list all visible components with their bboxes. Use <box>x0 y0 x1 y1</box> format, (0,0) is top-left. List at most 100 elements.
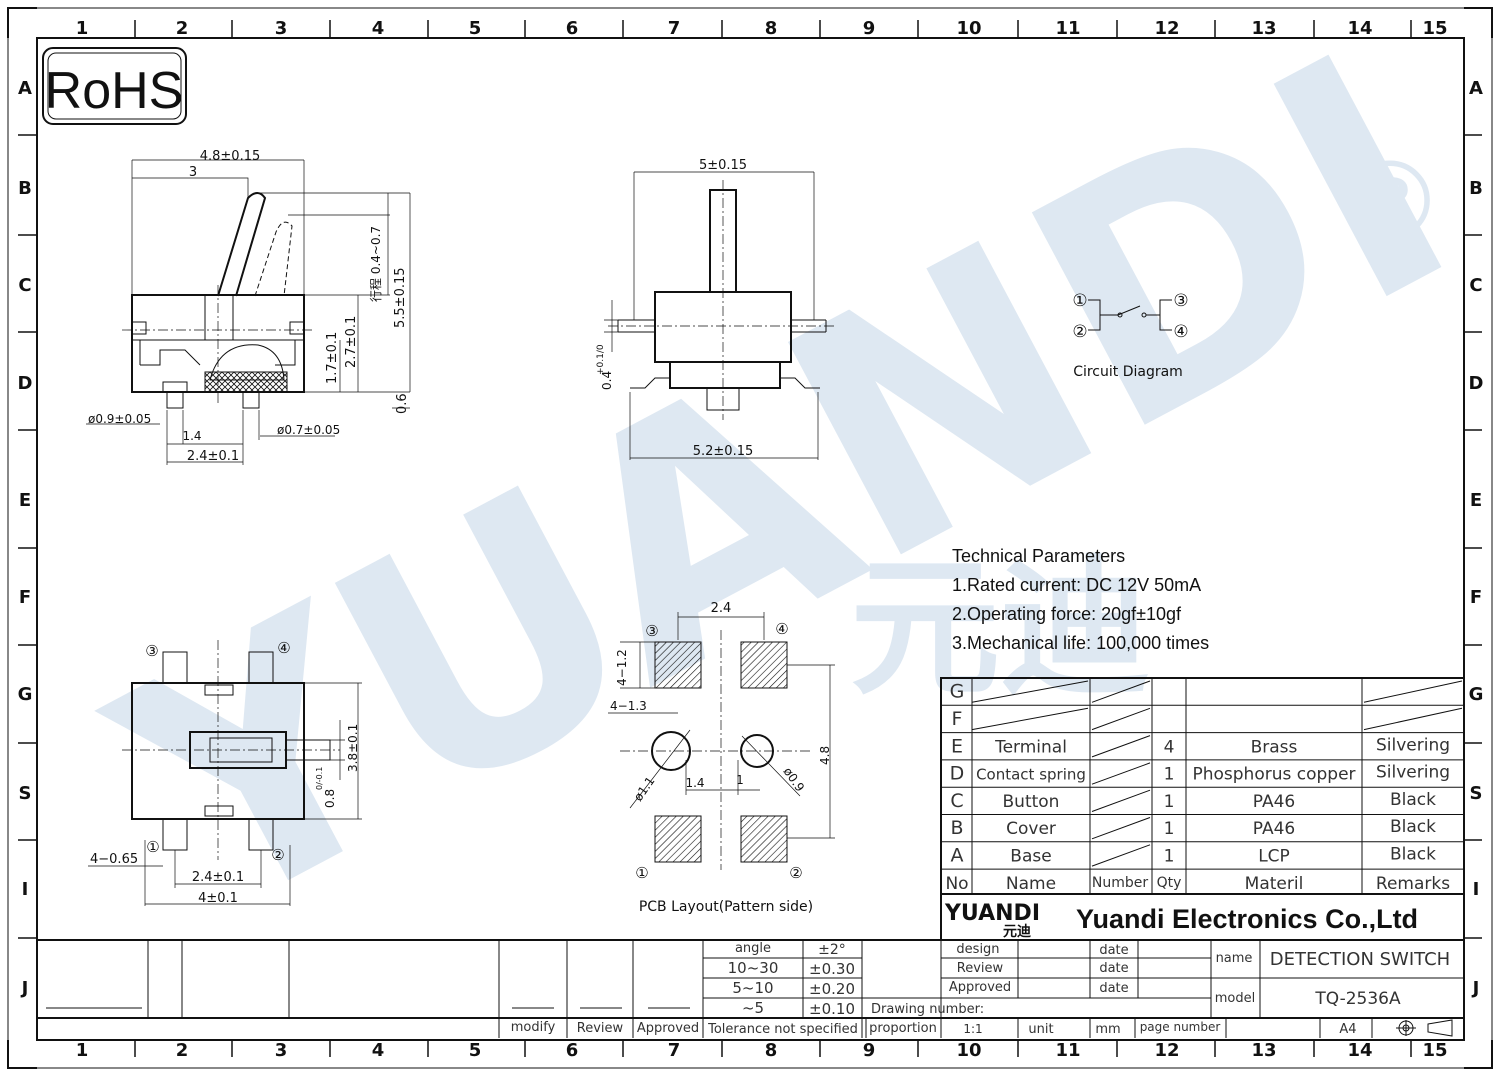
row-letter-right: S <box>1470 783 1483 804</box>
bom-remarks: Silvering <box>1376 735 1450 755</box>
pcb-pin-2: ② <box>789 864 802 882</box>
watermark-registered: ® <box>1335 138 1445 266</box>
row-letter-left: B <box>18 178 32 199</box>
bom-no: G <box>950 681 965 703</box>
row-letter-right: F <box>1470 587 1482 608</box>
col-number-top: 2 <box>176 18 189 39</box>
row-letter-right: I <box>1473 879 1480 900</box>
bom-no: A <box>951 844 964 866</box>
bom-remarks: Black <box>1390 844 1436 864</box>
col-number-bottom: 13 <box>1251 1040 1276 1061</box>
col-number-top: 8 <box>765 18 778 39</box>
bom-name: Base <box>1010 846 1051 866</box>
tolerance-range-1: angle <box>735 941 771 956</box>
bom-header-remarks: Remarks <box>1376 874 1450 894</box>
bom-no: E <box>951 735 963 757</box>
bom-no: F <box>952 708 963 730</box>
bom-number-slash <box>1091 735 1151 758</box>
row-letter-left: E <box>19 490 31 511</box>
tolerance-range-4: ~5 <box>742 999 764 1017</box>
bom-empty-slash <box>1363 707 1463 731</box>
col-number-top: 15 <box>1422 18 1447 39</box>
col-number-bottom: 12 <box>1154 1040 1179 1061</box>
pcb-dim-48: 4.8 <box>818 746 832 765</box>
bottom-pin-1: ① <box>146 838 159 856</box>
col-number-bottom: 7 <box>668 1040 681 1061</box>
dim-24-bottom: 2.4±0.1 <box>192 870 244 885</box>
tech-item-3: 3.Mechanical life: 100,000 times <box>952 633 1209 653</box>
review-label: Review <box>957 961 1004 976</box>
col-number-bottom: 14 <box>1347 1040 1372 1061</box>
row-letter-right: C <box>1469 275 1482 296</box>
bom-qty: 1 <box>1164 792 1175 812</box>
bom-number-slash <box>1091 817 1151 840</box>
dim-height-27: 2.7±0.1 <box>344 316 359 368</box>
row-letter-right: J <box>1471 978 1480 999</box>
design-date-label: date <box>1099 943 1128 958</box>
row-letter-right: A <box>1469 78 1483 99</box>
modify-label: modify <box>511 1020 556 1035</box>
side-view: 4.8±0.15 3 行程 0.4~0.7 5.5±0.15 2.7±0.1 1… <box>86 149 411 465</box>
circuit-pin-3: ③ <box>1173 291 1188 311</box>
tech-title: Technical Parameters <box>952 546 1125 566</box>
row-letter-left: G <box>18 684 33 705</box>
bom-qty: 1 <box>1164 846 1175 866</box>
design-label: design <box>956 942 999 957</box>
pcb-dim-13: 4−1.3 <box>610 699 647 713</box>
model-value: TQ-2536A <box>1314 989 1401 1009</box>
paper-size: A4 <box>1339 1022 1356 1037</box>
circuit-diagram: ① ② ③ ④ Circuit Diagram <box>1072 291 1188 380</box>
col-number-top: 13 <box>1251 18 1276 39</box>
dim-4-bottom: 4±0.1 <box>198 891 238 906</box>
bom-no: D <box>950 763 965 785</box>
dim-height-08: 0.8 <box>323 789 337 808</box>
dim-hole-09: ø0.9±0.05 <box>88 412 151 426</box>
bom-qty: 1 <box>1164 765 1175 785</box>
drawing-number-label: Drawing number: <box>871 1002 984 1017</box>
dim-width-3: 3 <box>189 165 197 180</box>
tolerance-value-1: ±2° <box>818 942 846 958</box>
col-number-top: 1 <box>76 18 89 39</box>
tech-item-1: 1.Rated current: DC 12V 50mA <box>952 575 1201 595</box>
front-view: 5±0.15 5.2±0.15 0.4 +0.1/0 <box>596 158 836 460</box>
company-logo: YUANDI <box>944 901 1040 926</box>
pcb-dim-1: 1 <box>736 773 744 787</box>
company-name: Yuandi Electronics Co.,Ltd <box>1076 904 1418 934</box>
dim-width-total: 4.8±0.15 <box>200 149 261 164</box>
col-number-top: 7 <box>668 18 681 39</box>
approved-label-bottom: Approved <box>637 1021 699 1036</box>
bom-name: Terminal <box>994 737 1067 757</box>
pcb-layout-label: PCB Layout(Pattern side) <box>639 899 813 915</box>
bom-number-slash <box>1091 762 1151 785</box>
pcb-dim-12: 4−1.2 <box>615 649 629 686</box>
bom-header-material: Materil <box>1245 874 1304 894</box>
bom-material: Brass <box>1251 737 1298 757</box>
col-number-bottom: 9 <box>863 1040 876 1061</box>
dim-width-5: 5±0.15 <box>699 158 747 173</box>
col-number-bottom: 2 <box>176 1040 189 1061</box>
bom-number-slash <box>1091 789 1151 812</box>
dim-height-total: 5.5±0.15 <box>393 267 408 328</box>
col-number-bottom: 4 <box>372 1040 385 1061</box>
dim-14: 1.4 <box>182 429 201 443</box>
bom-number-slash <box>1091 844 1151 867</box>
bom-no: B <box>950 817 963 839</box>
bom-header-number: Number <box>1092 875 1148 891</box>
name-value: DETECTION SWITCH <box>1270 949 1450 970</box>
col-number-top: 10 <box>956 18 981 39</box>
approved-label: Approved <box>949 980 1011 995</box>
col-number-top: 9 <box>863 18 876 39</box>
col-number-top: 5 <box>469 18 482 39</box>
border-ticks <box>18 20 1482 1057</box>
tolerance-value-2: ±0.30 <box>809 960 855 978</box>
col-number-bottom: 10 <box>956 1040 981 1061</box>
technical-parameters: Technical Parameters 1.Rated current: DC… <box>952 546 1209 653</box>
pcb-layout: 2.4 4−1.2 4−1.3 4.8 1.4 1 ø1.1 ø0.9 ③ ④ … <box>608 601 835 915</box>
tech-item-2: 2.Operating force: 20gf±10gf <box>952 604 1182 624</box>
dim-height-04: 0.4 <box>600 371 614 390</box>
circuit-pin-4: ④ <box>1173 322 1188 342</box>
bom-material: PA46 <box>1253 792 1295 812</box>
bom-material: LCP <box>1258 846 1290 866</box>
